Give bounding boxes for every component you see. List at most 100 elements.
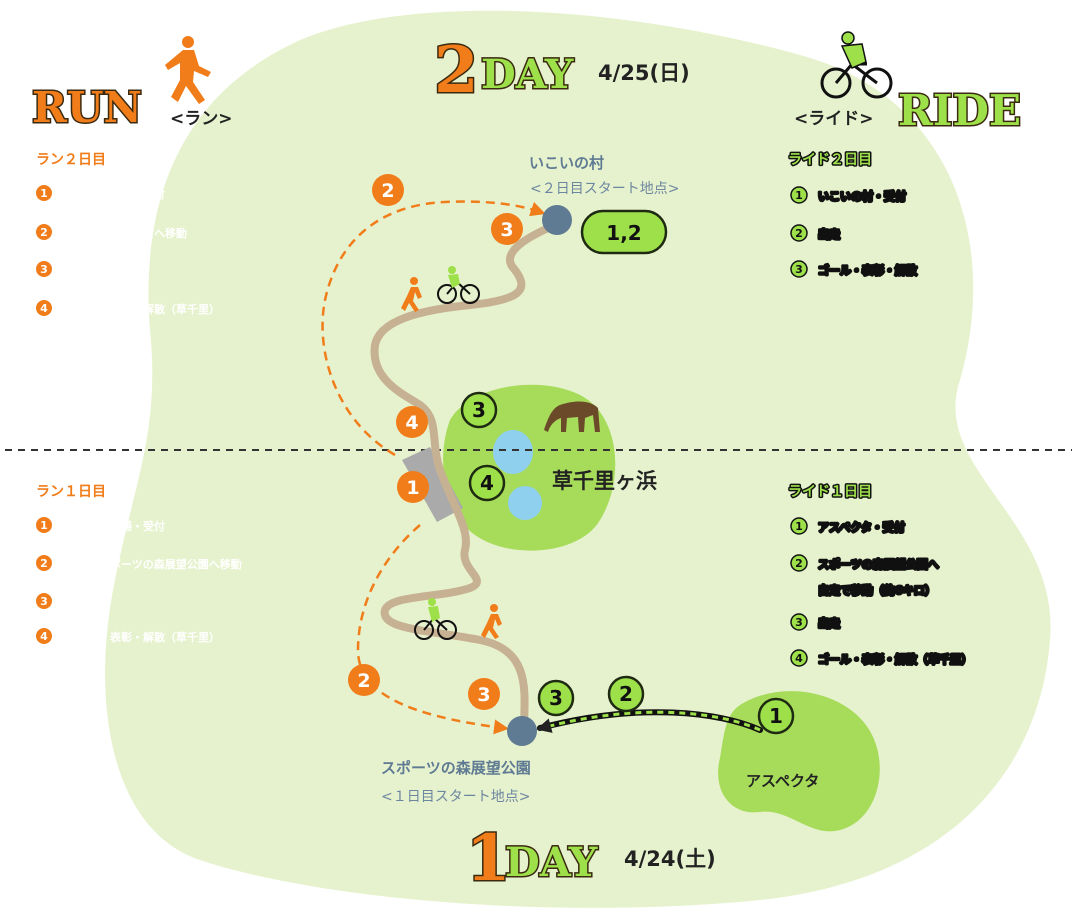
run-day2-step-1: 1 草千里駐車場・受付 xyxy=(36,185,165,201)
svg-text:4: 4 xyxy=(405,412,418,434)
svg-text:1: 1 xyxy=(406,477,419,499)
svg-text:DAY: DAY xyxy=(481,51,574,98)
runner-icon xyxy=(481,604,502,639)
svg-text:2: 2 xyxy=(357,670,370,692)
svg-text:2: 2 xyxy=(434,33,479,108)
ikoi-ride-badge: 1,2 xyxy=(580,209,668,255)
run2-bus-route xyxy=(321,200,546,457)
svg-text:4: 4 xyxy=(40,302,48,315)
ride-day1-heading: ライド１日目 xyxy=(788,484,872,500)
ride-day1-step-4: 4 ゴール・表彰・解散（草千里） xyxy=(790,649,974,668)
svg-text:草千里駐車場・受付: 草千里駐車場・受付 xyxy=(66,519,165,533)
sports-start-point xyxy=(507,716,537,746)
run1-bus-badge: 2 xyxy=(348,664,380,696)
svg-text:2: 2 xyxy=(795,557,803,570)
run-subtitle: <ラン> xyxy=(170,109,233,129)
ride-day2-step-1: 1 いこいの村・受付 xyxy=(790,186,908,205)
svg-text:RUN: RUN xyxy=(32,83,142,132)
run-day1-heading: ラン１日目 xyxy=(36,484,106,500)
svg-text:ゴール・表彰・解散: ゴール・表彰・解散 xyxy=(818,263,918,277)
run-header: RUN <ラン> xyxy=(31,36,233,134)
svg-text:2: 2 xyxy=(381,180,394,202)
run2-start-badge: 3 xyxy=(491,213,523,245)
run-day2-heading: ラン２日目 xyxy=(36,152,106,168)
ride-start-badge: 3 xyxy=(460,391,498,429)
ikoi-label: いこいの村 xyxy=(529,154,604,172)
ikoi-start-point xyxy=(542,205,572,235)
svg-text:3: 3 xyxy=(500,219,513,241)
run-day1-list: ラン１日目 1 草千里駐車場・受付 2 バスでスポーツの森展望公園へ移動 3 出… xyxy=(36,484,242,644)
run-day1-step-1: 1 草千里駐車場・受付 xyxy=(36,517,165,533)
kusasenri-label: 草千里ヶ浜 xyxy=(552,469,657,493)
svg-text:3: 3 xyxy=(549,686,563,710)
runner-icon xyxy=(165,36,211,104)
svg-text:1: 1 xyxy=(40,519,48,532)
svg-text:自走で移動（約6キロ）: 自走で移動（約6キロ） xyxy=(818,583,936,597)
svg-text:バスでスポーツの森展望公園へ移動: バスでスポーツの森展望公園へ移動 xyxy=(66,557,242,571)
ride1-move-badge: 2 xyxy=(607,675,645,713)
svg-text:出走: 出走 xyxy=(818,227,840,241)
run1-reception-badge: 1 xyxy=(397,471,429,503)
svg-text:1: 1 xyxy=(466,821,511,896)
ride1-start-badge: 3 xyxy=(537,679,575,717)
ride-day2-step-3: 3 ゴール・表彰・解散 xyxy=(790,260,919,279)
ride-goal-badge: 4 xyxy=(468,464,506,502)
run-day2-step-2: 2 バスでいこいの村へ移動 xyxy=(36,224,187,240)
svg-text:2: 2 xyxy=(40,557,48,570)
sports-park-sublabel: <１日目スタート地点> xyxy=(381,789,530,805)
day1-date: 4/24(土) xyxy=(624,847,716,871)
ikoi-sublabel: <２日目スタート地点> xyxy=(530,181,679,197)
svg-text:3: 3 xyxy=(40,263,48,276)
svg-text:1: 1 xyxy=(769,704,783,728)
run-day1-step-4: 4 ゴール・表彰・解散（草千里） xyxy=(36,628,220,644)
run-day1-step-2: 2 バスでスポーツの森展望公園へ移動 xyxy=(36,555,242,571)
svg-text:4: 4 xyxy=(795,652,803,665)
ride-day1-list: ライド１日目 1 アスペクタ・受付 2 スポーツの森展望公園へ 自走で移動（約6… xyxy=(787,483,974,668)
svg-text:出走: 出走 xyxy=(66,595,88,609)
svg-text:1,2: 1,2 xyxy=(606,221,641,245)
svg-text:バスでいこいの村へ移動: バスでいこいの村へ移動 xyxy=(66,226,187,240)
run-day2-step-3: 3 出走 xyxy=(36,261,88,277)
ride-day2-step-2: 2 出走 xyxy=(790,224,842,243)
day1-title: 1 DAY 4/24(土) xyxy=(465,820,716,898)
ride-header: RIDE <ライド> xyxy=(794,31,1023,137)
course-trail xyxy=(370,221,559,729)
run2-goal-badge: 4 xyxy=(396,406,428,438)
horse-icon xyxy=(544,401,600,432)
runner-icon xyxy=(401,277,422,312)
ride-day1-step-1: 1 アスペクタ・受付 xyxy=(790,517,906,536)
svg-text:3: 3 xyxy=(795,263,803,276)
sports-park-label: スポーツの森展望公園 xyxy=(381,759,531,777)
svg-text:いこいの村・受付: いこいの村・受付 xyxy=(818,189,906,203)
svg-text:1: 1 xyxy=(795,189,803,202)
cyclist-icon xyxy=(414,598,457,640)
day2-date: 4/25(日) xyxy=(598,61,690,85)
svg-text:4: 4 xyxy=(40,630,48,643)
svg-text:ゴール・表彰・解散（草千里）: ゴール・表彰・解散（草千里） xyxy=(66,630,220,644)
pond-upper xyxy=(493,430,533,474)
svg-text:アスペクタ・受付: アスペクタ・受付 xyxy=(818,520,905,534)
run2-bus-badge: 2 xyxy=(372,174,404,206)
run-day2-step-4: 4 ゴール・表彰・解散（草千里） xyxy=(36,300,220,316)
ride1-reception-badge: 1 xyxy=(757,697,795,735)
day2-title: 2 DAY 4/25(日) xyxy=(433,32,690,110)
svg-text:草千里駐車場・受付: 草千里駐車場・受付 xyxy=(66,187,165,201)
pond-lower xyxy=(508,486,542,520)
svg-text:DAY: DAY xyxy=(505,839,598,886)
svg-text:3: 3 xyxy=(472,398,486,422)
svg-text:2: 2 xyxy=(795,227,803,240)
ride-day2-list: ライド２日目 1 いこいの村・受付 2 出走 3 ゴール・表彰・解散 xyxy=(787,151,920,279)
ride-day2-heading: ライド２日目 xyxy=(788,152,872,168)
aspecta-label: アスペクタ xyxy=(746,772,819,790)
svg-text:RIDE: RIDE xyxy=(898,86,1021,135)
parking-lot xyxy=(402,447,463,522)
run-day1-step-3: 3 出走 xyxy=(36,593,88,609)
run1-start-badge: 3 xyxy=(468,678,500,710)
svg-text:ゴール・表彰・解散（草千里）: ゴール・表彰・解散（草千里） xyxy=(818,652,972,666)
svg-text:出走: 出走 xyxy=(66,263,88,277)
svg-text:1: 1 xyxy=(40,187,48,200)
svg-text:3: 3 xyxy=(795,616,803,629)
svg-text:2: 2 xyxy=(40,226,48,239)
